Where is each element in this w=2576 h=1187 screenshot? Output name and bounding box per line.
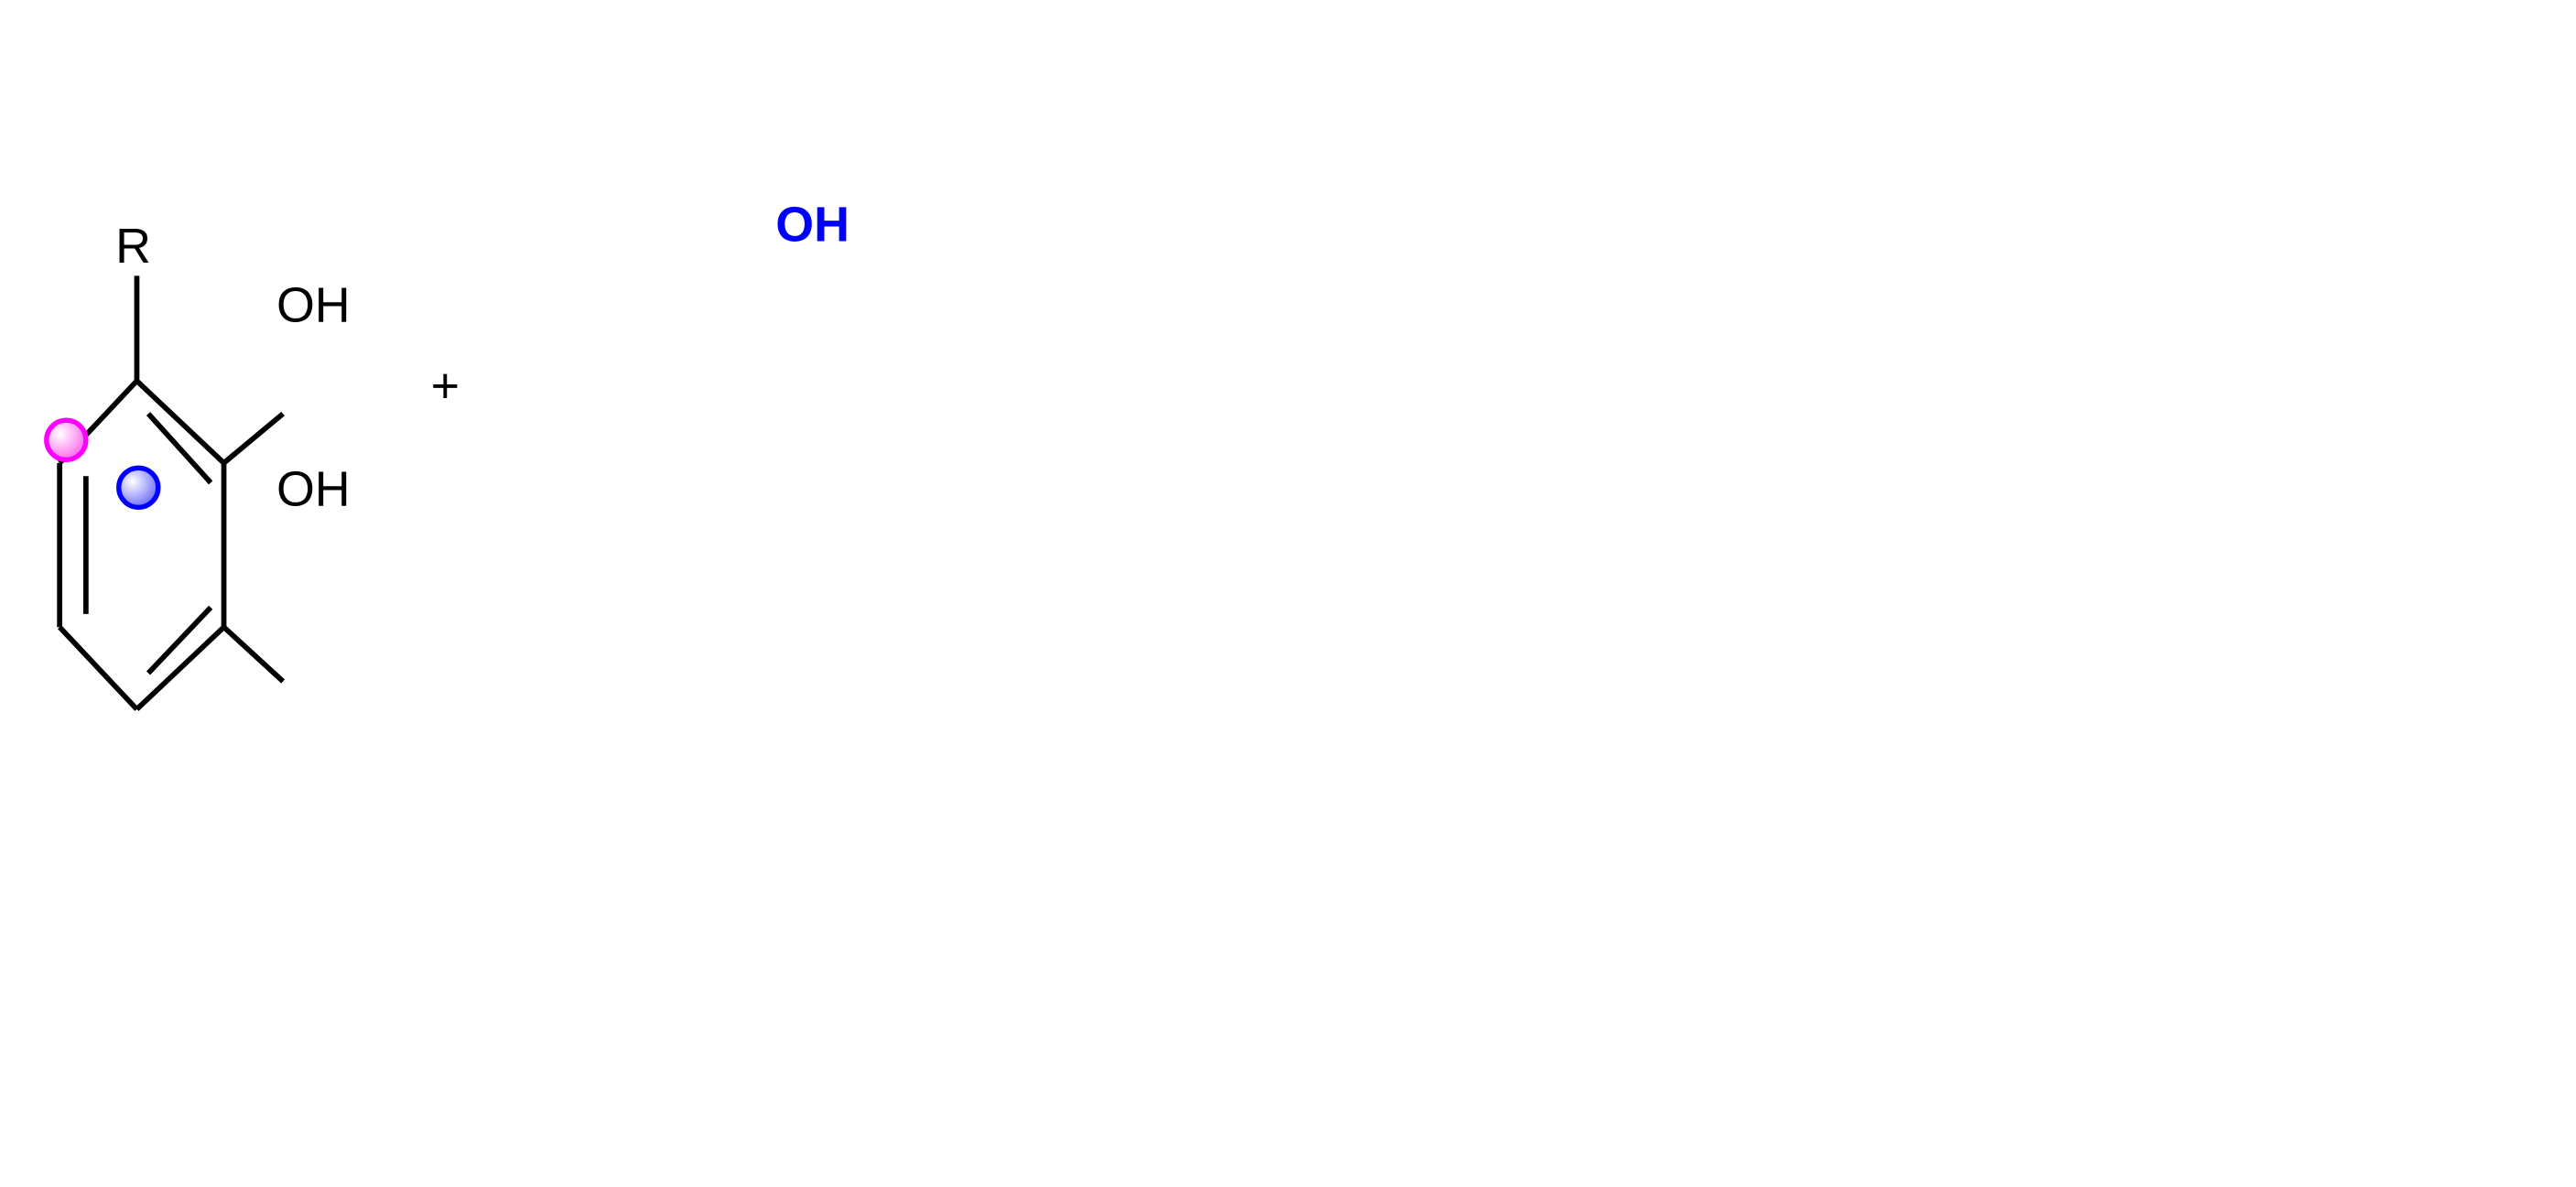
reactant-catechol: R OH OH: [44, 219, 351, 712]
magenta-atom-marker: [44, 417, 89, 462]
oh-blue-label: OH: [775, 198, 850, 253]
plus-sign: +: [431, 359, 460, 414]
oh-top-label: OH: [276, 278, 351, 333]
oh-bottom-label: OH: [276, 462, 351, 517]
hydroxycoumarin-bonds: [985, 278, 1315, 641]
blue-atom-marker: [116, 465, 161, 511]
substituent-r-label: R: [115, 219, 151, 274]
